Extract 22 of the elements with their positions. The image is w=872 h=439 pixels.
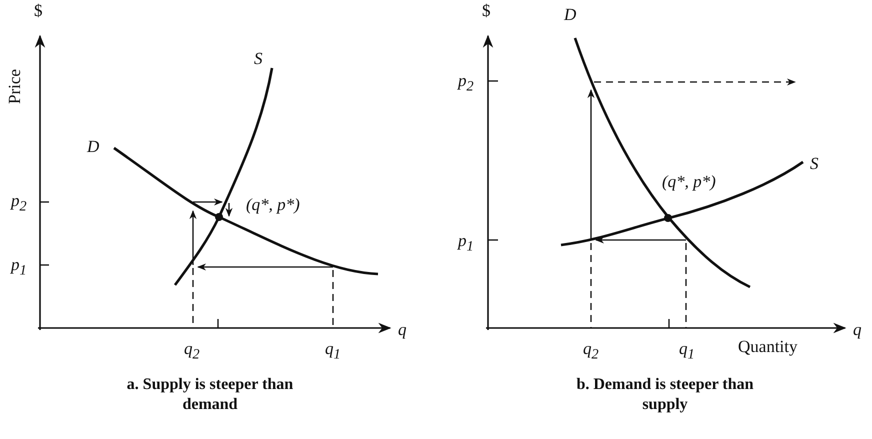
tick-label: p$_{1}$ [458, 232, 474, 254]
curve-label: S [254, 50, 262, 67]
tick-label: q$_{1}$ [679, 340, 695, 362]
tick-label: q$_{1}$ [325, 340, 341, 362]
tick-label: q$_{2}$ [184, 340, 200, 362]
tick-label: q$_{2}$ [583, 340, 599, 362]
axis-label: $ [34, 2, 42, 19]
tick-label: p$_{2}$ [11, 192, 27, 214]
axis-label: q [398, 321, 406, 338]
panel-caption: a. Supply is steeper than demand [126, 375, 294, 415]
panel-caption: b. Demand is steeper than supply [575, 375, 755, 415]
axis-label: Quantity [738, 338, 798, 355]
curve-label: D [564, 6, 576, 23]
curve-label: S [810, 155, 818, 172]
tick-label: p$_{2}$ [458, 72, 474, 94]
axis-label: q [853, 321, 862, 338]
point-label: (q*, p*) [662, 173, 716, 190]
axis-label: Price [6, 69, 23, 104]
axis-label: $ [482, 2, 490, 19]
point-label: (q*, p*) [246, 196, 300, 213]
tick-label: p$_{1}$ [11, 256, 27, 278]
curve-label: D [87, 138, 100, 155]
